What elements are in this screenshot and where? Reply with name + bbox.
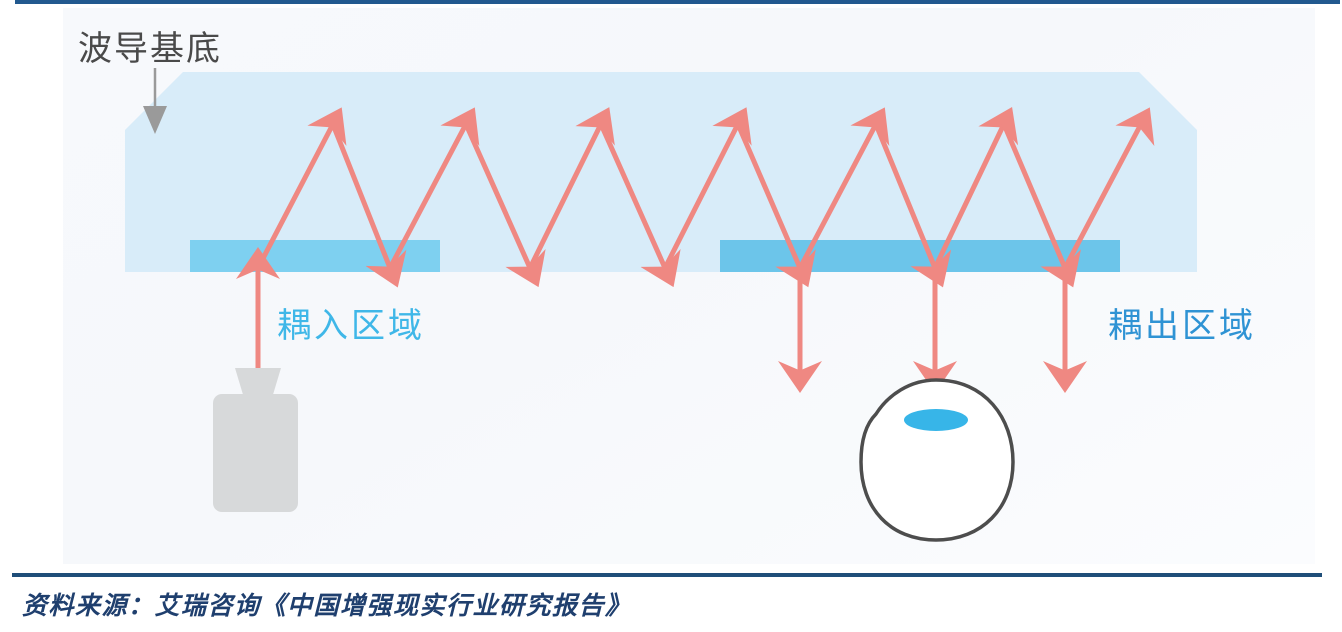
out-coupling-label: 耦出区域 <box>1108 307 1256 345</box>
in-coupling-label: 耦入区域 <box>277 307 425 345</box>
tir-ray-path <box>255 107 1155 288</box>
source-attribution: 资料来源：艾瑞咨询《中国增强现实行业研究报告》 <box>22 593 632 620</box>
top-divider-rule <box>15 0 1340 4</box>
source-divider-rule <box>12 573 1322 577</box>
substrate-pointer-arrow <box>143 68 167 134</box>
light-projector <box>213 368 298 512</box>
waveguide-substrate <box>125 72 1197 272</box>
eye-cornea <box>904 409 968 431</box>
substrate-label: 波导基底 <box>78 30 222 68</box>
output-ray-arrows <box>778 265 1087 393</box>
eye-illustration <box>859 378 1015 542</box>
